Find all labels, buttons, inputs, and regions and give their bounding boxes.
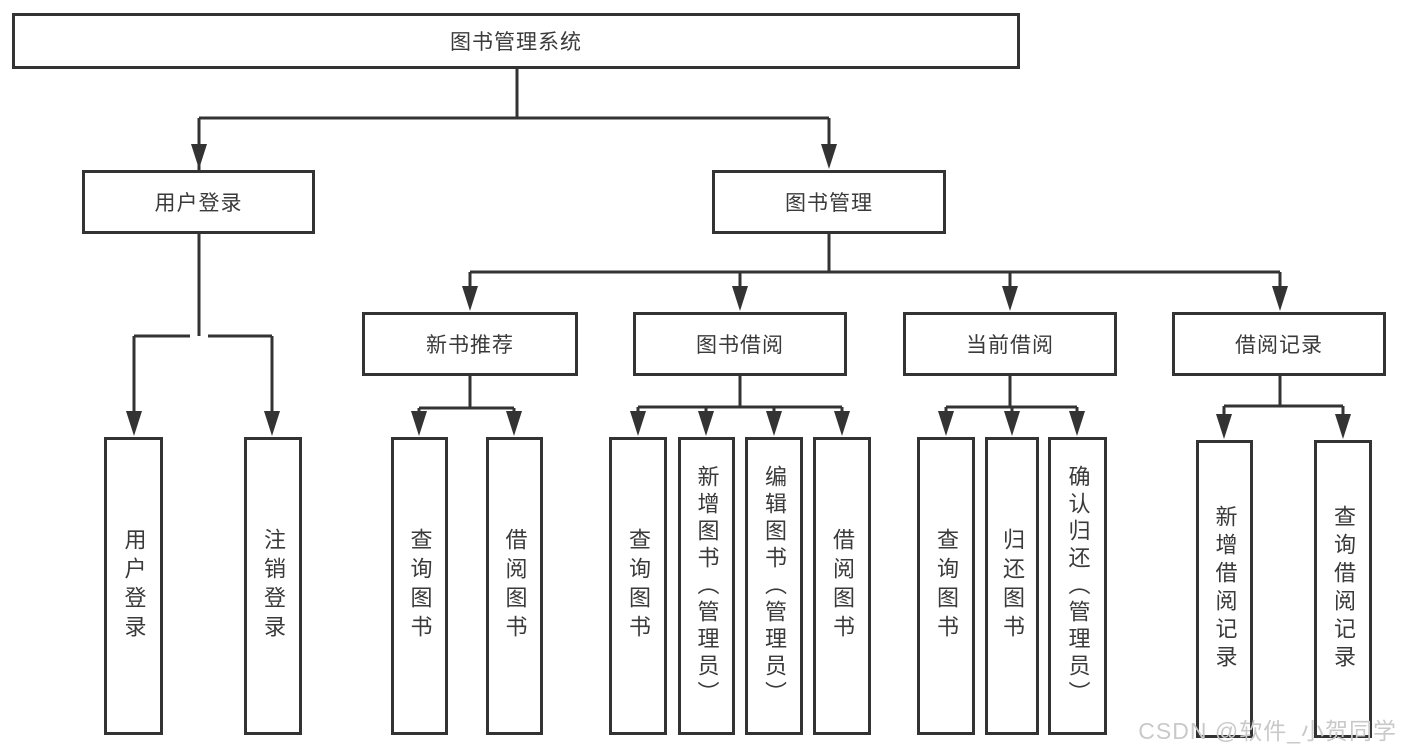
leaf-confirm-return-admin: 确认归还（管理员） xyxy=(1048,437,1107,735)
leaf-add-borrow-record: 新增借阅记录 xyxy=(1196,440,1253,738)
node-new-book-recommend: 新书推荐 xyxy=(362,312,578,376)
node-book-management: 图书管理 xyxy=(712,170,946,234)
leaf-user-login: 用户登录 xyxy=(104,437,163,735)
leaf-add-book-admin: 新增图书（管理员） xyxy=(678,437,735,735)
node-current-borrow: 当前借阅 xyxy=(903,312,1117,376)
leaf-borrow-books: 借阅图书 xyxy=(813,437,871,735)
leaf-query-borrow-record: 查询借阅记录 xyxy=(1314,440,1372,738)
leaf-borrow-books-recommend: 借阅图书 xyxy=(486,437,543,735)
leaf-query-books-current: 查询图书 xyxy=(917,437,975,735)
leaf-query-books-recommend: 查询图书 xyxy=(391,437,448,735)
leaf-edit-book-admin: 编辑图书（管理员） xyxy=(745,437,803,735)
node-root: 图书管理系统 xyxy=(12,13,1020,69)
node-book-borrow: 图书借阅 xyxy=(633,312,847,376)
leaf-return-book: 归还图书 xyxy=(985,437,1039,735)
leaf-query-books-borrow: 查询图书 xyxy=(609,437,667,735)
leaf-logout: 注销登录 xyxy=(244,437,302,735)
arrowheads xyxy=(126,144,1351,439)
node-borrow-records: 借阅记录 xyxy=(1172,312,1386,376)
node-user-login: 用户登录 xyxy=(82,170,315,234)
csdn-watermark: CSDN @软件_小贺同学 xyxy=(1138,718,1397,744)
